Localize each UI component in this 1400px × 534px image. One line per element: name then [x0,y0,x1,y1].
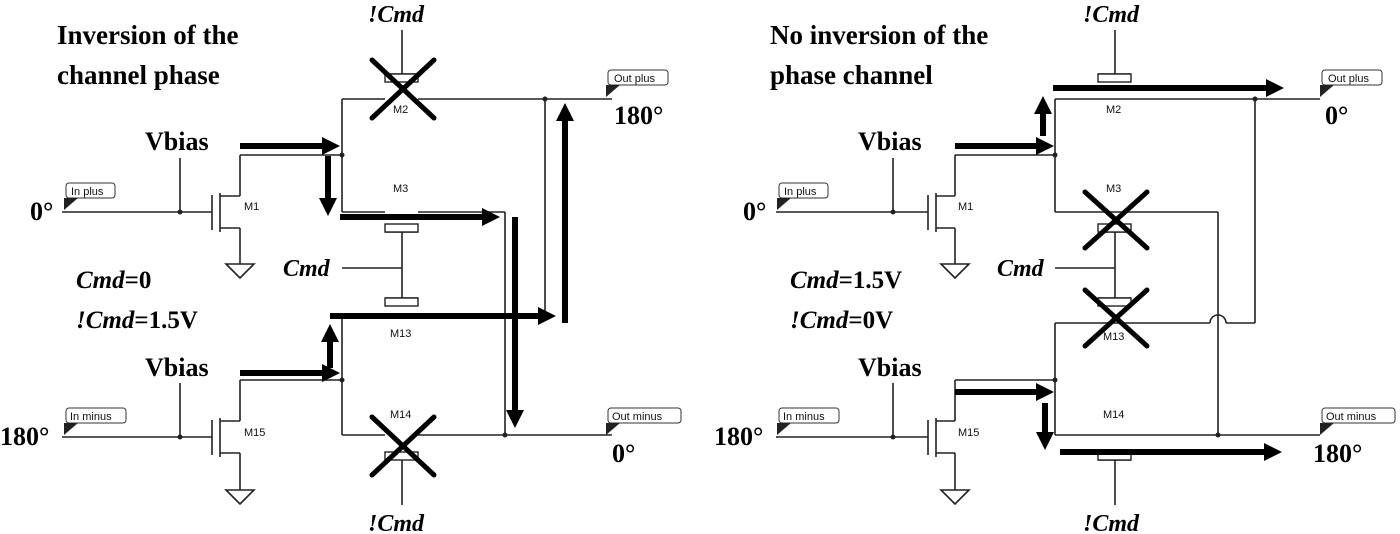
right-vbias-top: Vbias [858,127,922,156]
right-m2-label: M2 [1106,104,1121,116]
left-m2-off-cross-icon [369,57,437,121]
right-condition-2: !Cmd=0V [790,307,893,334]
svg-text:Out plus: Out plus [1328,73,1369,85]
right-cmd-top: !Cmd [1083,2,1140,28]
right-wires [776,30,1320,505]
left-out-minus-phase: 0° [612,439,635,468]
right-out-minus-phase: 180° [1313,439,1362,468]
svg-text:Out minus: Out minus [1326,411,1377,423]
right-title-line2: phase channel [770,60,933,90]
left-signal-arrows [240,103,574,428]
right-out-plus-phase: 0° [1325,101,1348,130]
left-ground-bottom-icon [224,489,256,506]
left-in-plus-pin: In plus [64,182,116,210]
left-vbias-bottom: Vbias [145,353,209,382]
left-in-minus-phase: 180° [0,422,49,451]
right-m3-off-cross-icon [1082,189,1150,251]
left-ground-top-icon [224,263,256,280]
left-vbias-top: Vbias [145,127,209,156]
svg-text:In plus: In plus [784,186,817,198]
right-out-plus-pin: Out plus [1320,69,1383,97]
svg-text:Out minus: Out minus [612,411,663,423]
left-cmd-mid: Cmd [283,256,331,282]
right-in-plus-phase: 0° [743,197,766,226]
left-m14-label: M14 [390,409,411,421]
left-out-plus-pin: Out plus [606,69,669,97]
svg-text:In minus: In minus [783,411,825,423]
left-m3-label: M3 [393,183,408,195]
right-out-minus-pin: Out minus [1320,407,1396,435]
right-vbias-bottom: Vbias [858,353,922,382]
left-m13-label: M13 [390,328,411,340]
right-m14-label: M14 [1103,409,1124,421]
right-title-line1: No inversion of the [770,20,988,50]
right-condition-1: Cmd=1.5V [790,267,902,294]
right-circuit: No inversion of the phase channel [714,2,1396,534]
left-m2-label: M2 [393,104,408,116]
left-cmd-top: !Cmd [368,2,425,28]
svg-text:In plus: In plus [71,186,104,198]
left-condition-2: !Cmd=1.5V [76,307,198,334]
right-in-minus-pin: In minus [777,407,840,435]
right-m15-label: M15 [958,427,979,439]
left-title-line2: channel phase [57,60,220,90]
right-m1-label: M1 [958,201,973,213]
right-m3-label: M3 [1106,183,1121,195]
right-cmd-mid: Cmd [997,256,1045,282]
svg-text:Out plus: Out plus [614,73,655,85]
left-in-plus-phase: 0° [30,197,53,226]
left-out-minus-pin: Out minus [606,407,682,435]
right-in-plus-pin: In plus [777,182,829,210]
left-cmd-bottom: !Cmd [368,511,425,534]
left-m1-label: M1 [244,201,259,213]
right-ground-bottom-icon [939,489,971,506]
right-signal-arrows [955,79,1284,461]
left-in-minus-pin: In minus [64,407,127,435]
right-m13-label: M13 [1103,331,1124,343]
left-condition-1: Cmd=0 [76,267,151,294]
left-title-line1: Inversion of the [57,20,239,50]
right-m13-off-cross-icon [1082,287,1150,349]
left-m14-off-cross-icon [369,414,437,478]
right-in-minus-phase: 180° [714,422,763,451]
svg-text:In minus: In minus [70,411,112,423]
left-m15-label: M15 [244,427,265,439]
left-out-plus-phase: 180° [614,101,663,130]
left-circuit: Inversion of the channel phase [0,2,682,534]
right-ground-top-icon [939,263,971,280]
right-cmd-bottom: !Cmd [1083,511,1140,534]
